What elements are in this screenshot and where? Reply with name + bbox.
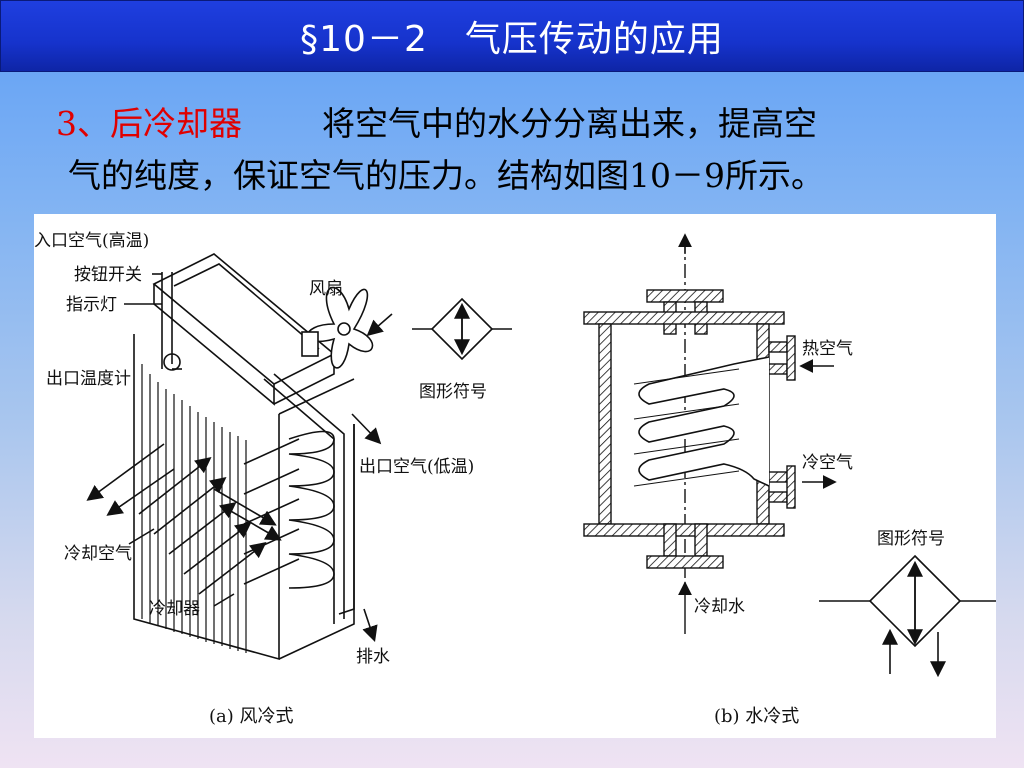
- label-cold-air: 冷空气: [802, 453, 853, 473]
- label-cooling-water: 冷却水: [694, 597, 745, 617]
- figure-10-9: 入口空气(高温) 按钮开关 指示灯 风扇 出口温度计 出口空气(低温) 冷却空气…: [34, 214, 996, 738]
- slide-title: §10－2 气压传动的应用: [300, 19, 724, 60]
- intro-line-1: 3、后冷却器 将空气中的水分分离出来，提高空: [48, 98, 978, 150]
- intro-line-1-text: 将空气中的水分分离出来，提高空: [322, 104, 817, 143]
- caption-a: (a) 风冷式: [209, 706, 294, 727]
- label-button-switch: 按钮开关: [74, 265, 142, 285]
- intro-paragraph: 3、后冷却器 将空气中的水分分离出来，提高空 气的纯度，保证空气的压力。结构如图1…: [48, 98, 978, 202]
- label-cooling-air: 冷却空气: [64, 544, 132, 564]
- label-drain: 排水: [356, 647, 390, 667]
- intro-line-2: 气的纯度，保证空气的压力。结构如图10－9所示。: [68, 156, 824, 195]
- air-cooled-cooler-drawing: [86, 253, 393, 661]
- label-cooler: 冷却器: [149, 599, 200, 619]
- water-cooled-labels: 热空气 冷空气 冷却水 图形符号 (b) 水冷式: [694, 339, 945, 727]
- air-cooled-labels: 入口空气(高温) 按钮开关 指示灯 风扇 出口温度计 出口空气(低温) 冷却空气…: [34, 231, 487, 727]
- caption-b: (b) 水冷式: [714, 706, 799, 727]
- water-cooled-cooler-drawing: [583, 233, 837, 634]
- label-outlet-air: 出口空气(低温): [359, 457, 474, 477]
- air-cooler-symbol: [412, 297, 512, 361]
- label-inlet-air: 入口空气(高温): [34, 231, 149, 251]
- water-cooler-symbol: [819, 554, 996, 678]
- label-indicator-light: 指示灯: [66, 295, 117, 315]
- label-outlet-thermometer: 出口温度计: [46, 369, 131, 389]
- label-hot-air: 热空气: [802, 339, 853, 359]
- figure-drawing: 入口空气(高温) 按钮开关 指示灯 风扇 出口温度计 出口空气(低温) 冷却空气…: [34, 231, 996, 727]
- title-bar: §10－2 气压传动的应用: [0, 0, 1024, 72]
- section-heading: 3、后冷却器: [56, 104, 242, 143]
- label-symbol-b: 图形符号: [877, 529, 945, 549]
- label-symbol-a: 图形符号: [419, 382, 487, 402]
- label-fan: 风扇: [309, 279, 343, 299]
